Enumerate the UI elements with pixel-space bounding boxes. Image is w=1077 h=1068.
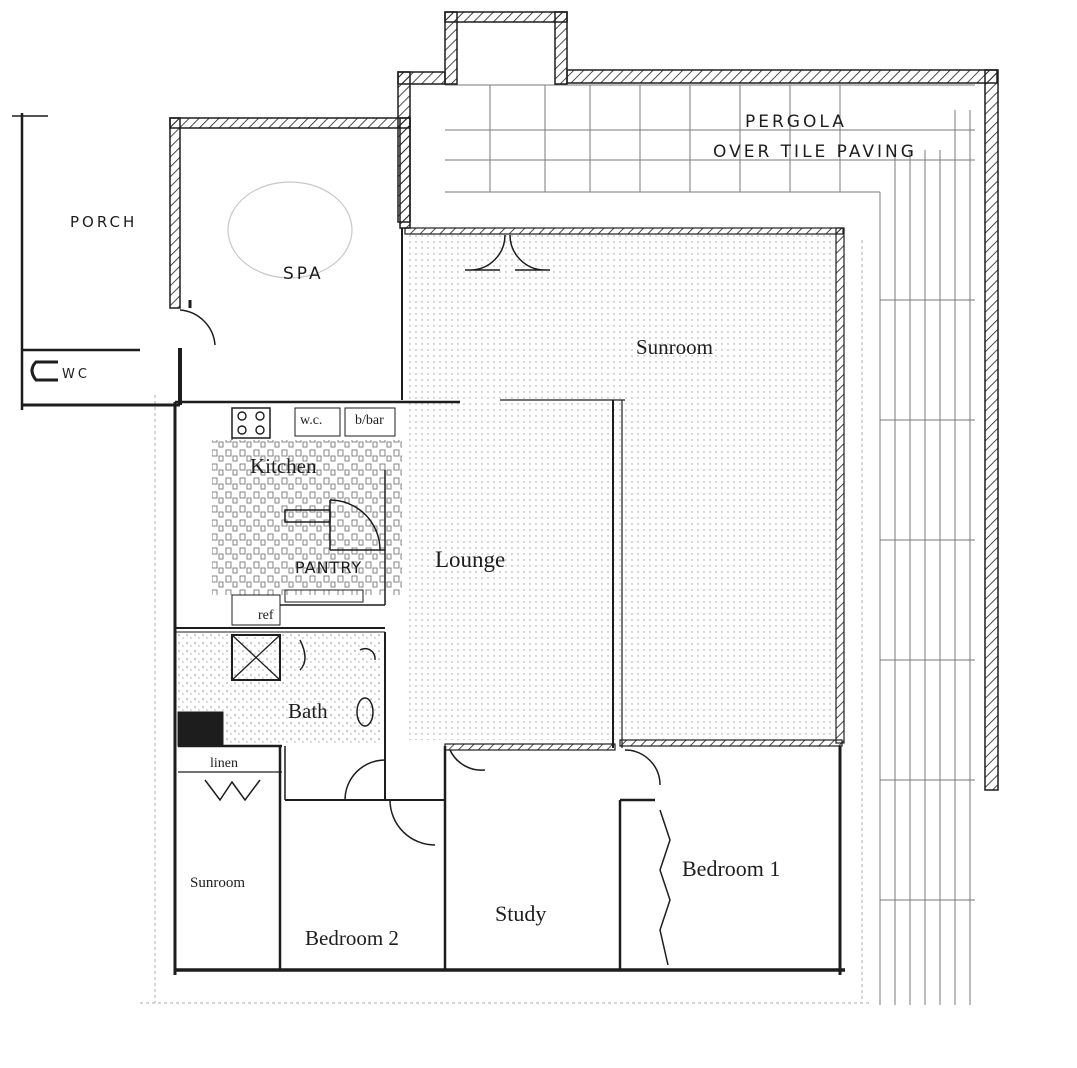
porch-label: PORCH <box>70 213 138 231</box>
bedroom2-label: Bedroom 2 <box>305 926 399 950</box>
spa-walls <box>169 117 411 309</box>
pantry-label: PANTRY <box>295 558 363 577</box>
linen-label: linen <box>210 756 238 771</box>
spa-label: SPA <box>283 264 324 284</box>
kitchen-label: Kitchen <box>250 454 317 478</box>
lounge-label: Lounge <box>435 547 506 572</box>
ref-label: ref <box>258 608 274 623</box>
porch-outline <box>12 113 182 410</box>
pergola-paving <box>445 84 975 1005</box>
pergola-beams <box>397 11 999 791</box>
study-label: Study <box>495 901 547 926</box>
house-walls <box>173 227 845 975</box>
sunroom-main-label: Sunroom <box>636 335 714 359</box>
kitchen-floor <box>212 440 402 595</box>
site-boundary <box>140 240 870 1004</box>
pergola-subtitle-label: OVER TILE PAVING <box>713 142 917 162</box>
door-swings <box>179 234 671 966</box>
pergola-label: PERGOLA <box>745 112 847 132</box>
spa-tub <box>227 181 353 279</box>
wc-pan-icon <box>30 360 58 382</box>
bbar-label: b/bar <box>355 413 384 428</box>
cooktop-icon <box>237 411 265 435</box>
wc-label: w.c. <box>300 413 323 428</box>
sunroom-small-label: Sunroom <box>190 875 246 891</box>
bedroom1-label: Bedroom 1 <box>682 856 781 881</box>
bath-label: Bath <box>288 699 328 723</box>
outside-wc-label: WC <box>62 367 90 382</box>
